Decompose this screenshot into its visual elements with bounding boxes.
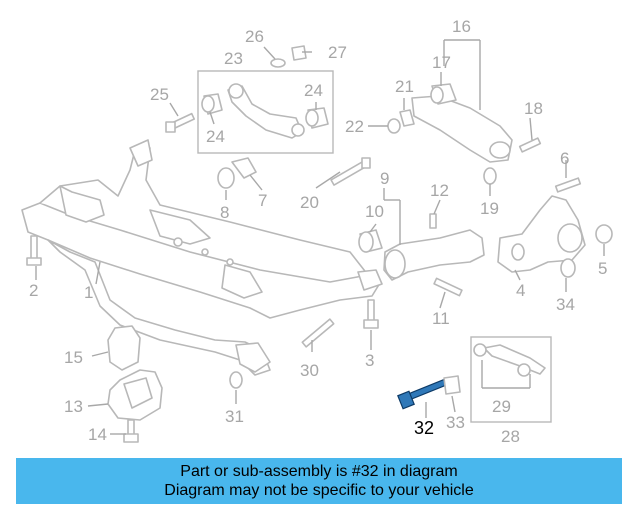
bushing-8: [217, 167, 235, 189]
banner-line-1: Part or sub-assembly is #32 in diagram: [180, 463, 458, 480]
callout-labels: 1 2 3 4 5 6 7 8 9 10 11 12 13 14 15 16 1…: [29, 17, 607, 446]
group-box-28: [470, 336, 552, 423]
bracket-13: [107, 369, 163, 421]
bolt-25: [165, 112, 196, 133]
bushing-24-left: [201, 93, 223, 115]
bushing-19: [483, 167, 497, 185]
bolt-30: [301, 318, 335, 348]
callout-17: 17: [432, 53, 451, 72]
callout-27: 27: [328, 43, 347, 62]
callout-3: 3: [365, 351, 374, 370]
callout-12: 12: [430, 181, 449, 200]
rear-subframe: [21, 139, 383, 376]
callout-28: 28: [501, 427, 520, 446]
callout-11: 11: [432, 309, 450, 328]
callout-24-right: 24: [304, 81, 323, 100]
group-box-23: [197, 70, 334, 154]
bracket-7: [231, 157, 257, 179]
callout-14: 14: [88, 425, 107, 444]
callout-26: 26: [245, 27, 264, 46]
callout-9: 9: [380, 169, 389, 188]
knuckle-4: [497, 195, 586, 273]
callout-8: 8: [220, 203, 229, 222]
bolt-6: [554, 177, 582, 193]
callout-18: 18: [524, 99, 543, 118]
washer-33: [443, 375, 461, 395]
callout-15: 15: [64, 348, 83, 367]
callout-19: 19: [480, 199, 499, 218]
callout-7: 7: [258, 191, 267, 210]
bracket-21: [399, 109, 415, 127]
bolt-2: [26, 235, 42, 266]
callout-24-left: 24: [206, 127, 225, 146]
callout-33: 33: [446, 413, 465, 432]
banner-line-2: Diagram may not be specific to your vehi…: [164, 482, 474, 499]
bolt-12: [429, 213, 437, 229]
bushing-24-right: [305, 107, 329, 129]
bushing-5: [595, 224, 613, 244]
callout-13: 13: [64, 397, 83, 416]
callout-2: 2: [29, 281, 38, 300]
callout-21: 21: [395, 77, 414, 96]
callout-23: 23: [224, 49, 243, 68]
nut-27: [291, 45, 307, 61]
callout-10: 10: [365, 202, 384, 221]
bushing-17: [430, 83, 457, 105]
nut-22: [387, 118, 401, 134]
bolt-20: [330, 157, 371, 186]
trailing-arm-16: [411, 95, 513, 163]
callout-32-highlighted: 32: [414, 418, 434, 438]
control-arm-23: [227, 83, 305, 139]
leader-lines: [35, 39, 605, 435]
bushing-34: [560, 258, 576, 278]
bolt-18: [518, 137, 542, 153]
bolt-14: [123, 419, 139, 443]
bushing-31: [229, 371, 243, 389]
bushing-10: [358, 229, 383, 253]
bolt-32-highlighted: [397, 378, 449, 410]
washer-26: [270, 58, 286, 68]
callout-16: 16: [452, 17, 471, 36]
callout-34: 34: [556, 295, 575, 314]
link-28: [473, 343, 546, 377]
callout-5: 5: [598, 259, 607, 278]
callout-22: 22: [345, 117, 364, 136]
callout-1: 1: [84, 283, 93, 302]
callout-25: 25: [150, 85, 169, 104]
part-info-banner: Part or sub-assembly is #32 in diagram D…: [16, 458, 622, 504]
bolt-3: [363, 299, 379, 329]
callout-6: 6: [560, 149, 569, 168]
callout-20: 20: [300, 193, 319, 212]
callout-4: 4: [516, 281, 525, 300]
callout-30: 30: [300, 361, 319, 380]
callout-31: 31: [225, 407, 244, 426]
lower-arm-9: [383, 229, 485, 281]
mount-15: [107, 325, 141, 371]
bolt-11: [433, 277, 463, 297]
callout-29: 29: [492, 397, 511, 416]
